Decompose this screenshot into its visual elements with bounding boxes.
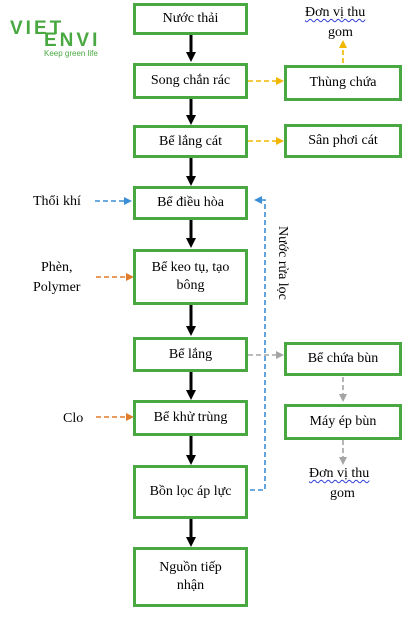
box-may-ep-bun: Máy ép bùn xyxy=(284,404,402,440)
label-thoi-khi: Thổi khí xyxy=(33,194,81,209)
label-polymer: Polymer xyxy=(33,280,81,295)
box-be-chua-bun: Bể chứa bùn xyxy=(284,342,402,376)
step-song-chan-rac: Song chắn rác xyxy=(133,63,248,99)
box-thung-chua: Thùng chứa xyxy=(284,65,402,101)
label-don-vi-thu-gom-top-line1: Đơn vị thu xyxy=(305,4,365,22)
arrow-backwash xyxy=(250,196,266,491)
label-phen: Phèn, xyxy=(41,260,73,275)
step-bon-loc-ap-luc: Bồn lọc áp lực xyxy=(133,465,248,519)
label-clo: Clo xyxy=(63,411,84,426)
step-be-khu-trung: Bể khử trùng xyxy=(133,400,248,436)
label-don-vi-thu-gom-top-line2: gom xyxy=(328,25,353,40)
label-nuoc-rua-loc: Nước rửa lọc xyxy=(275,226,290,300)
step-nuoc-thai: Nước thải xyxy=(133,3,248,35)
logo-viet: VIET xyxy=(10,18,65,39)
box-san-phoi-cat: Sân phơi cát xyxy=(284,124,402,158)
step-be-keo-tu: Bể keo tụ, tạo bông xyxy=(133,249,248,305)
logo-tagline: Keep green life xyxy=(44,49,98,58)
step-be-lang: Bể lắng xyxy=(133,337,248,372)
text-don-vi-thu-top: Đơn vị thu xyxy=(305,5,366,20)
logo-envi: ENVI xyxy=(44,30,101,51)
step-be-lang-cat: Bể lắng cát xyxy=(133,125,248,158)
step-nguon-tiep-nhan: Nguồn tiếp nhận xyxy=(133,547,248,607)
label-don-vi-thu-gom-bottom-line2: gom xyxy=(330,486,355,501)
label-don-vi-thu-gom-bottom-line1: Đơn vị thu xyxy=(309,465,369,483)
step-be-dieu-hoa: Bể điều hòa xyxy=(133,186,248,220)
text-don-vi-thu-bottom: Đơn vị thu xyxy=(309,466,370,481)
